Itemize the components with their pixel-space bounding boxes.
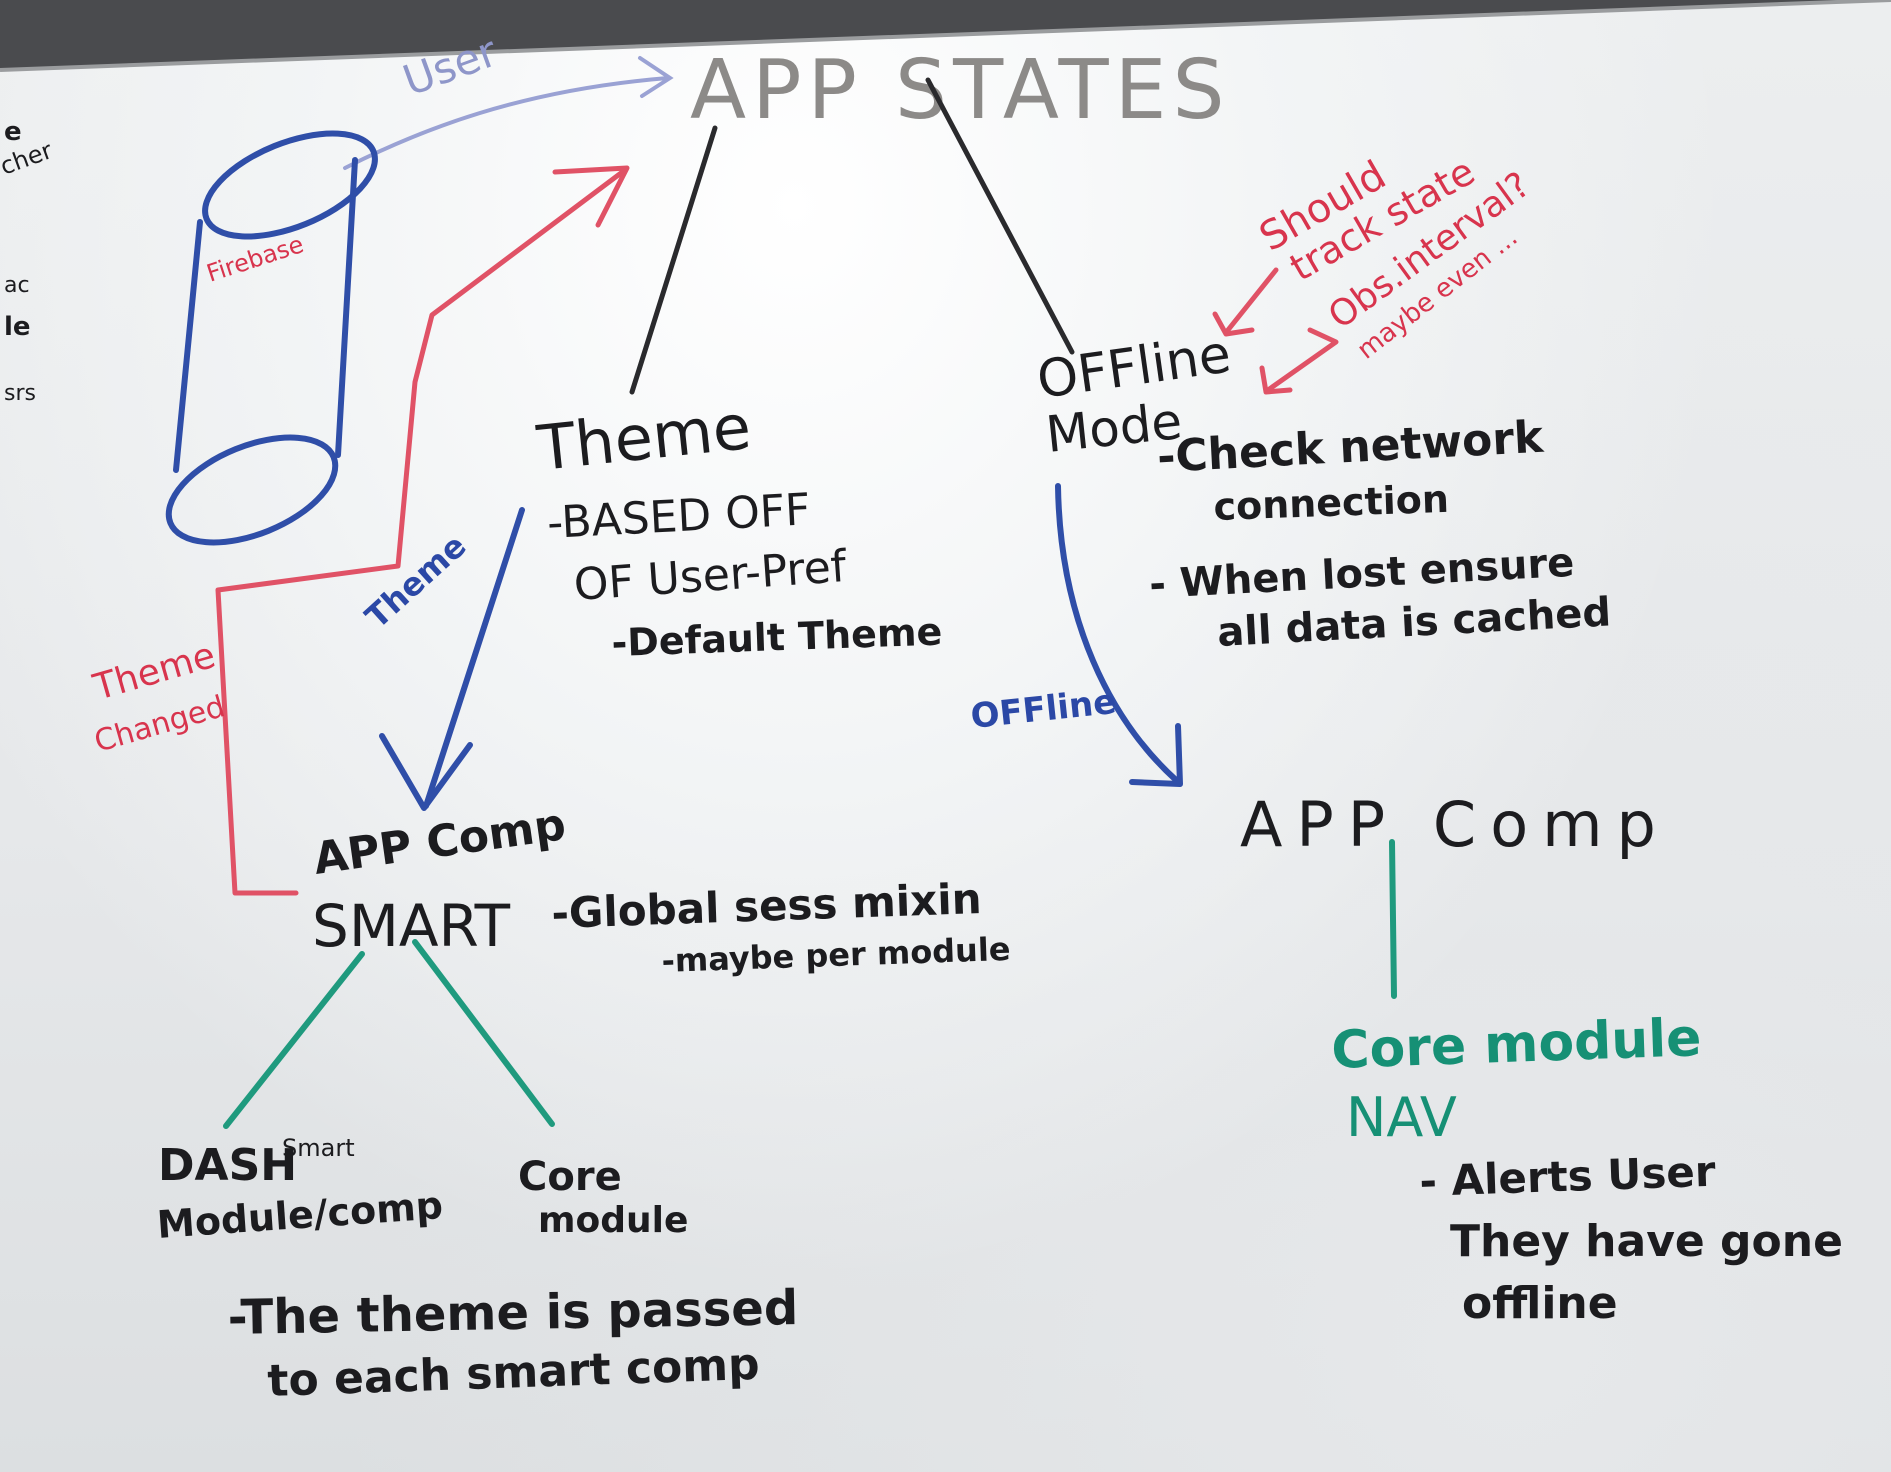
core-module-right-line-2: NAV bbox=[1346, 1086, 1457, 1149]
theme-note-1: -BASED OFF bbox=[546, 484, 812, 549]
board-frame-line bbox=[0, 0, 1891, 72]
theme-arrow bbox=[423, 507, 525, 809]
theme-arrow-label: Theme bbox=[358, 527, 474, 636]
user-arrow-head bbox=[638, 56, 674, 98]
dash-smart-tag: Smart bbox=[282, 1134, 355, 1162]
firebase-cylinder-icon bbox=[165, 130, 378, 546]
app-comp-smart-note-1: -Global sess mixin bbox=[551, 874, 983, 938]
branch-to-core-left bbox=[412, 939, 555, 1127]
offline-line-2: Mode bbox=[1043, 392, 1185, 464]
margin-fragment-5: srs bbox=[4, 381, 36, 406]
app-comp-smart-line-2: SMART bbox=[312, 892, 511, 960]
title-app-states: APP STATES bbox=[690, 43, 1231, 138]
theme-note-2: OF User-Pref bbox=[572, 541, 849, 611]
line-title-to-offline bbox=[925, 77, 1075, 355]
line-to-core-module-right bbox=[1389, 839, 1397, 999]
offline-arrow-head bbox=[1129, 723, 1183, 787]
core-module-right-note-2: They have gone bbox=[1450, 1216, 1843, 1267]
line-title-to-theme bbox=[629, 125, 718, 395]
margin-fragment-1: e bbox=[4, 117, 22, 147]
app-comp-smart-note-2: -maybe per module bbox=[661, 930, 1011, 980]
core-module-right-note-3: offline bbox=[1462, 1278, 1618, 1329]
theme-heading: Theme bbox=[533, 390, 754, 485]
theme-note-3: -Default Theme bbox=[611, 609, 943, 665]
app-comp-right: APP Comp bbox=[1240, 788, 1670, 861]
app-comp-smart-line-1: APP Comp bbox=[310, 799, 568, 885]
red-note-arrow-1 bbox=[1225, 267, 1279, 333]
theme-changed-route bbox=[215, 167, 628, 896]
dash-line-1: DASH bbox=[158, 1140, 297, 1191]
theme-passed-line-2: to each smart comp bbox=[267, 1339, 761, 1407]
theme-passed-line-1: -The theme is passed bbox=[227, 1280, 798, 1346]
red-note-arrow-2-head bbox=[1259, 365, 1293, 395]
offline-note-2: connection bbox=[1213, 477, 1450, 529]
user-arrow bbox=[343, 76, 670, 170]
theme-arrow-head bbox=[379, 733, 473, 811]
offline-note-1: -Check network bbox=[1156, 412, 1546, 483]
red-note-arrow-2 bbox=[1265, 327, 1339, 393]
branch-to-dash bbox=[223, 951, 365, 1129]
dash-line-2: Module/comp bbox=[156, 1183, 445, 1247]
offline-arrow-label: OFFline bbox=[969, 682, 1118, 737]
core-module-right-line-1: Core module bbox=[1330, 1008, 1702, 1081]
margin-fragment-4: le bbox=[4, 312, 31, 342]
theme-changed-arrowhead bbox=[552, 165, 630, 228]
offline-arrow bbox=[1055, 483, 1179, 783]
core-left-line-2: module bbox=[538, 1200, 688, 1241]
core-module-right-note-1: - Alerts User bbox=[1419, 1147, 1717, 1206]
margin-fragment-3: ac bbox=[4, 273, 30, 298]
core-left-line-1: Core bbox=[518, 1154, 622, 1200]
red-note-arrow-1-head bbox=[1212, 311, 1255, 337]
